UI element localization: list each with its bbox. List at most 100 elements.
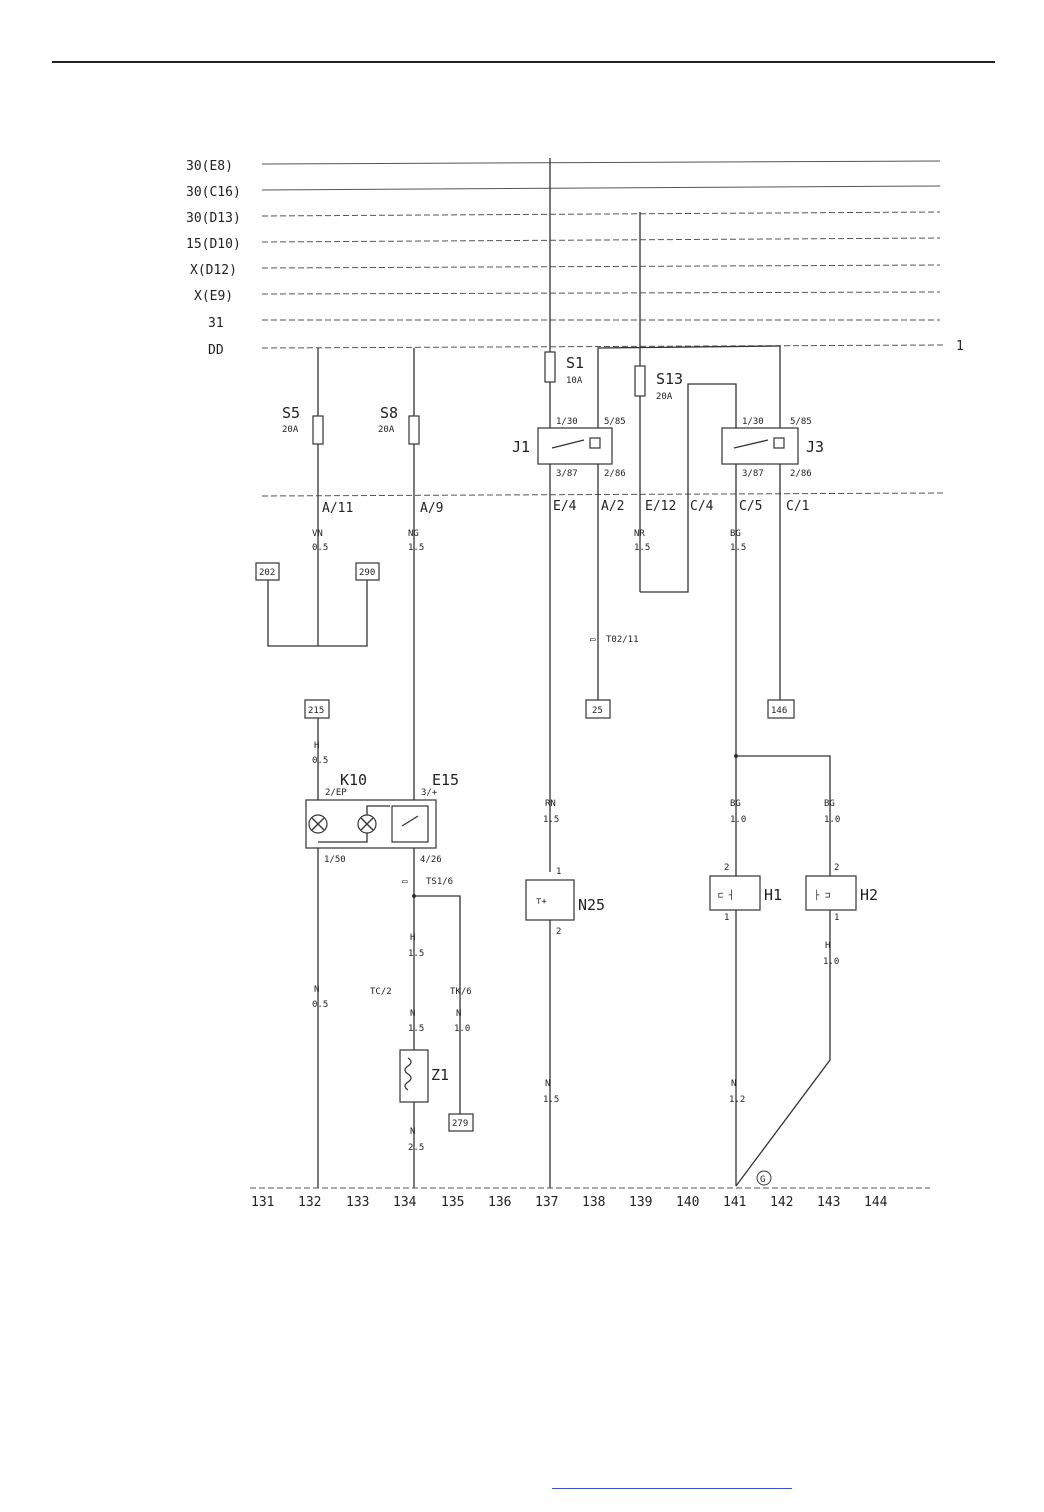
pin-label: 2/EP [325,788,347,798]
fuse-name: S1 [566,354,584,372]
wire-size: 1.5 [408,1024,424,1034]
ground-symbol: G [760,1175,765,1185]
horn-h1-icon [709,875,761,911]
connector-label: C/1 [786,499,809,514]
relay-contact-icon [733,439,769,449]
column-number: 134 [393,1195,417,1210]
fusebox-boundary [261,492,945,497]
column-number: 143 [817,1195,840,1210]
wire-size: 1.5 [408,949,424,959]
rail-label: 31 [208,316,224,331]
ground-icon [756,1170,772,1186]
wire-color: RN [545,799,556,809]
pin-label: 3/87 [742,469,764,479]
pin-label: 2 [834,863,839,873]
ref-number: 25 [592,706,603,716]
rail-line [261,344,945,349]
column-number: 137 [535,1195,558,1210]
fuse-name: S5 [282,404,300,422]
column-number: 133 [346,1195,369,1210]
junction-mark: ▭ [590,635,596,645]
component-n25 [525,879,575,921]
horn-symbol-icon: ⊏ ┤ [718,889,734,901]
wire-color: NG [408,529,419,539]
rail-line [261,291,941,295]
relay-name: J1 [512,438,530,456]
wire-size: 0.5 [312,756,328,766]
wire-color: N [314,985,319,995]
fuse-rating: 20A [282,425,299,435]
pin-label: 1 [834,913,839,923]
switch-housing [391,805,429,843]
column-number: 142 [770,1195,793,1210]
wire-size: 0.5 [312,1000,328,1010]
fuse-name: S8 [380,404,398,422]
connector-label: A/11 [322,501,353,516]
junction-label: TK/6 [450,987,472,997]
circuit-s5: S5 20A A/11 VN 0.5 202 290 [255,348,380,647]
connector-label: A/9 [420,501,443,516]
ref-number: 146 [771,706,787,716]
rail-line [261,211,941,217]
wire-color: N [545,1079,550,1089]
component-name: H2 [860,886,878,904]
connector-label: E/4 [553,499,577,514]
column-number: 136 [488,1195,511,1210]
wire-color: N [456,1009,461,1019]
horn-h2-icon [805,875,857,911]
rail-line [261,160,941,165]
relay-contact-icon [551,439,585,449]
rail-label: X(D12) [190,263,237,278]
heater-z1-icon [399,1049,429,1103]
fuse-rating: 20A [656,392,673,402]
pin-label: 1 [724,913,729,923]
wire-color: N [731,1079,736,1089]
pin-label: 5/85 [790,417,812,427]
ref-box [304,699,330,719]
relay-name: J3 [806,438,824,456]
pin-label: 5/85 [604,417,626,427]
relay-j3 [721,427,799,465]
footer-link-underline[interactable] [552,1488,792,1489]
pin-label: 2 [724,863,729,873]
ref-number: 215 [308,706,324,716]
pin-label: 3/87 [556,469,578,479]
component-name: Z1 [431,1066,449,1084]
rail-labels: 30(E8) 30(C16) 30(D13) 15(D10) X(D12) X(… [186,159,241,358]
wire-color: BG [824,799,835,809]
rail-label: DD [208,343,224,358]
wire-size: 1.5 [408,543,424,553]
wire-size: 1.0 [454,1024,470,1034]
column-number: 140 [676,1195,699,1210]
wire-color: H [410,933,415,943]
wire-size: 0.5 [312,543,328,553]
rail-label: 30(C16) [186,185,241,200]
connector-label: A/2 [601,499,624,514]
component-name: H1 [764,886,782,904]
column-number: 139 [629,1195,652,1210]
rail-line [261,185,941,191]
rail-label: 30(D13) [186,211,241,226]
wire-size: 1.5 [730,543,746,553]
junction-label: TS1/6 [426,877,453,887]
pin-label: 3/+ [421,788,438,798]
pin-label: 1 [556,867,561,877]
n25-symbol-icon: ⊤+ [536,897,547,907]
wire-color: H [825,941,830,951]
ref-box [767,699,795,719]
wire-color: N [410,1127,415,1137]
relay-j1 [537,427,613,465]
relay-coil-icon [773,437,785,449]
fuse-s5-icon [312,415,324,445]
fuse-rating: 20A [378,425,395,435]
fuse-s1-icon [544,351,556,383]
ref-box [585,699,611,719]
component-name: E15 [432,771,459,789]
rail-line [261,264,941,269]
wire-color: N [410,1009,415,1019]
component-name: N25 [578,896,605,914]
relay-coil-icon [589,437,601,449]
circuit-s13: S13 20A E/12 C/4 NR 1.5 [634,212,737,593]
wire-size: 2.5 [408,1143,424,1153]
fuse-s8-icon [408,415,420,445]
